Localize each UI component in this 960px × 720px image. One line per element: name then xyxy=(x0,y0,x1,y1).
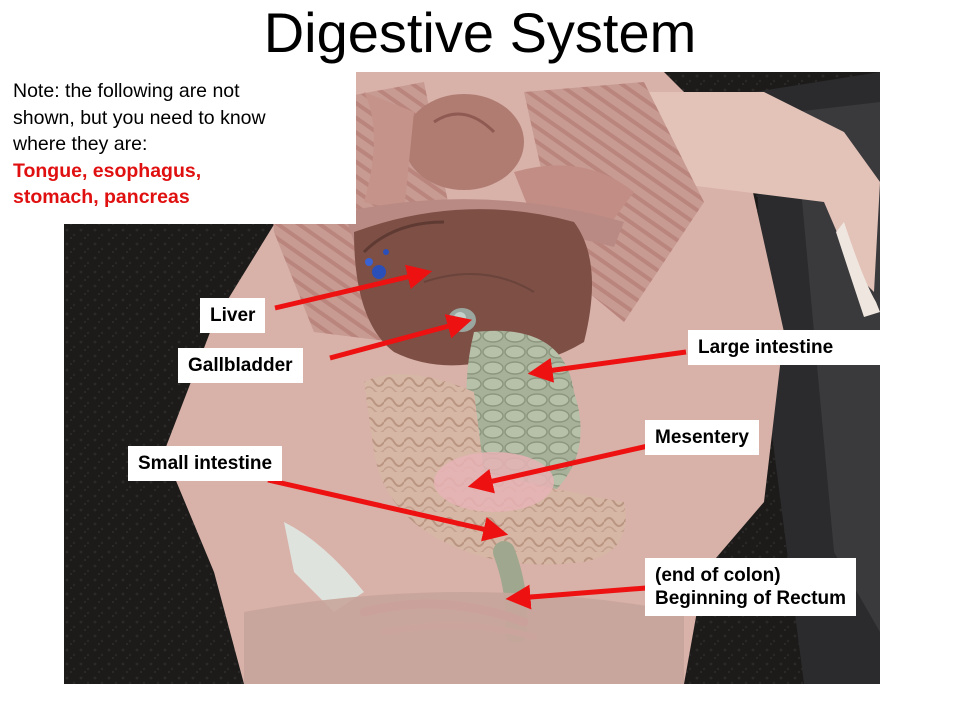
heart xyxy=(404,94,524,190)
label-liver: Liver xyxy=(200,298,266,333)
label-rectum-line2: Beginning of Rectum xyxy=(655,588,847,609)
note-line: where they are: xyxy=(13,133,148,155)
note-line: Note: the following are not xyxy=(13,80,240,102)
label-small-intestine: Small intestine xyxy=(128,446,283,481)
note-box: Note: the following are not shown, but y… xyxy=(0,72,356,224)
note-highlight-line: Tongue, esophagus, xyxy=(13,159,202,182)
label-mesentery: Mesentery xyxy=(645,420,759,455)
slide-title: Digestive System xyxy=(263,1,697,64)
label-rectum: (end of colon) Beginning of Rectum xyxy=(645,558,857,616)
label-gallbladder: Gallbladder xyxy=(178,348,303,383)
forelimb-right xyxy=(624,92,880,292)
mesentery-tissue xyxy=(434,452,554,512)
label-rectum-line1: (end of colon) xyxy=(655,565,781,586)
label-large-intestine: Large intestine xyxy=(688,330,880,365)
note-highlight-line: stomach, pancreas xyxy=(13,186,190,208)
note-line: shown, but you need to know xyxy=(13,106,266,129)
